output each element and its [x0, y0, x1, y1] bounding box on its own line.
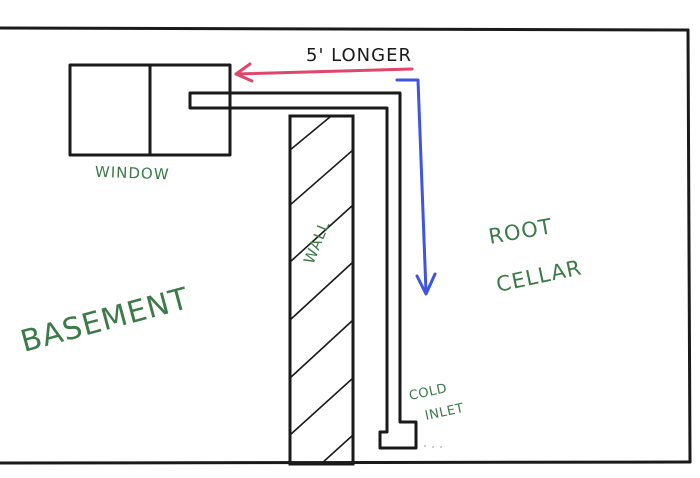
blue-arrow-head: [415, 272, 437, 296]
pipe-outer: [188, 91, 418, 450]
wall-label: WALL: [300, 218, 334, 266]
right-border: [686, 28, 692, 464]
red-arrow: [234, 62, 414, 83]
cold-air-pipe: [188, 91, 418, 450]
red-arrow-head: [234, 62, 254, 83]
red-arrow-shaft: [234, 67, 414, 76]
wall: [288, 114, 355, 466]
root-cellar-label-line1: ROOT: [487, 214, 555, 249]
window: [68, 63, 232, 157]
inlet-marks: [424, 445, 442, 448]
blue-arrow-shaft: [395, 78, 428, 294]
basement-label: BASEMENT: [17, 281, 193, 360]
root-cellar-label-line2: CELLAR: [494, 255, 584, 297]
wall-outline: [288, 114, 355, 466]
longer-annotation: 5' LONGER: [306, 45, 412, 66]
cold-inlet-label-line1: COLD: [408, 381, 449, 404]
blue-arrow: [395, 78, 437, 296]
wall-hatching: [290, 116, 353, 464]
window-label: WINDOW: [95, 163, 170, 184]
top-border: [0, 26, 690, 32]
cold-inlet-label-line2: INLET: [424, 401, 466, 424]
